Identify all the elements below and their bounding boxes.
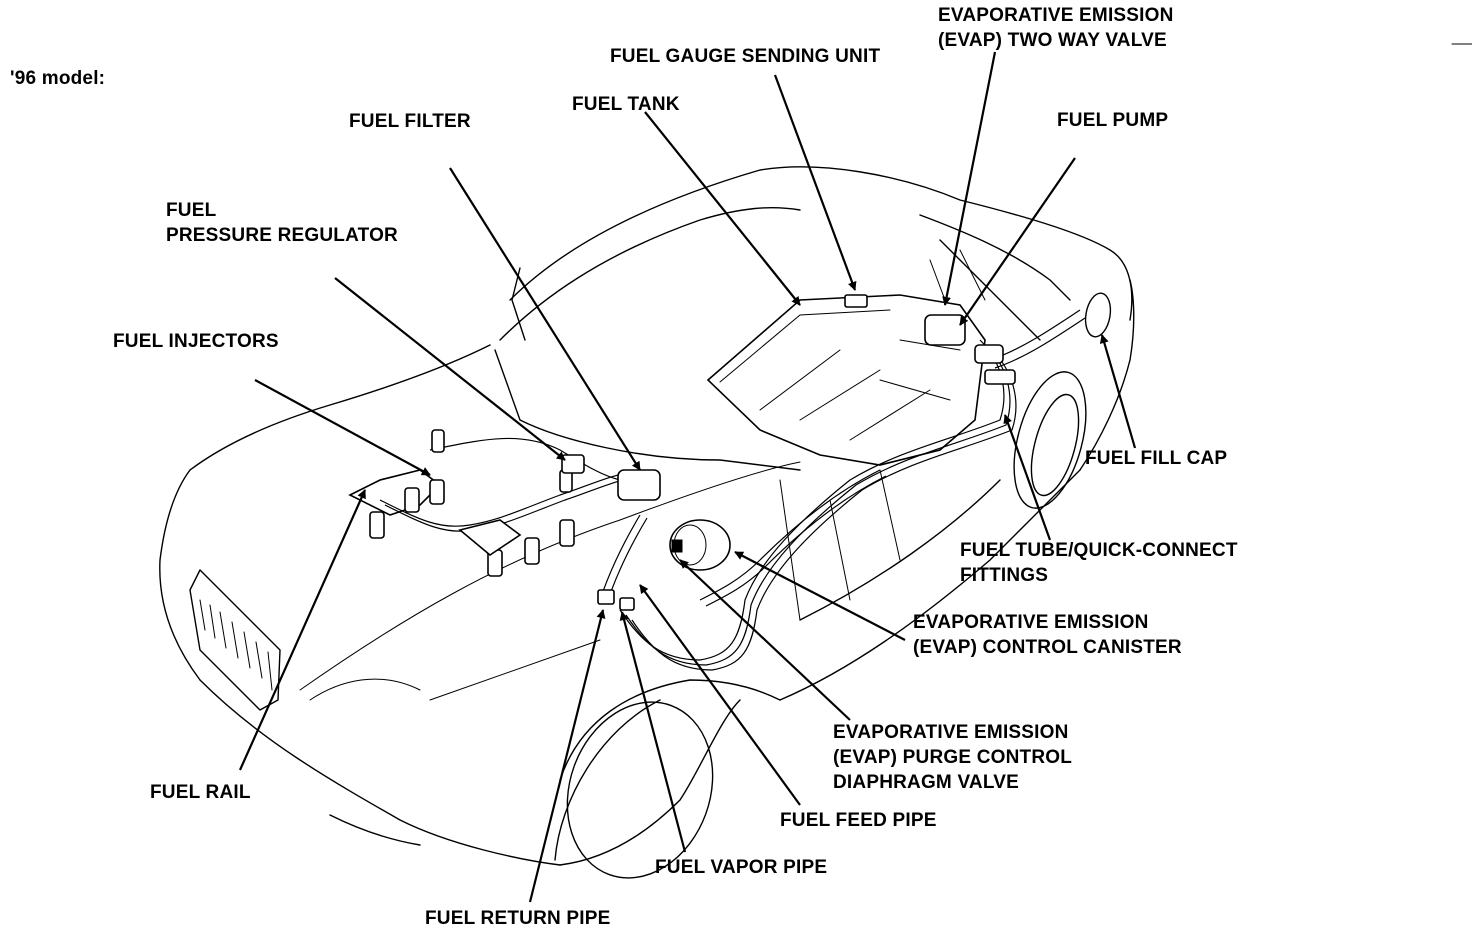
label-line: (EVAP) PURGE CONTROL [833,747,1073,768]
label-fuel-pump: FUEL PUMP [1057,110,1169,131]
label-line: DIAPHRAGM VALVE [833,772,1019,793]
label-line: (EVAP) CONTROL CANISTER [913,637,1182,658]
car-body [159,166,1135,879]
leader-fuel-gauge-sending-unit [773,74,857,291]
label-fuel-return-pipe: FUEL RETURN PIPE [425,908,611,929]
evap-canister-shape [669,519,731,571]
leader-fuel-rail [238,489,367,771]
leader-evap-purge-control-valve [679,559,851,721]
label-evap-control-canister: EVAPORATIVE EMISSION (EVAP) CONTROL CANI… [913,610,1182,660]
label-fuel-feed-pipe: FUEL FEED PIPE [780,810,937,831]
leader-evap-control-canister [734,551,906,641]
label-fuel-injectors: FUEL INJECTORS [113,331,279,352]
label-line: EVAPORATIVE EMISSION [833,722,1069,743]
leader-fuel-fill-cap [1099,334,1137,449]
label-line: EVAPORATIVE EMISSION [913,612,1149,633]
label-line: FUEL [166,200,217,221]
label-fuel-pressure-regulator: FUEL PRESSURE REGULATOR [166,198,398,248]
leader-fuel-tube-quick-connect [1003,414,1052,541]
injector-shapes [369,429,575,577]
label-evap-purge-control-valve: EVAPORATIVE EMISSION (EVAP) PURGE CONTRO… [833,720,1072,795]
leader-fuel-pressure-regulator [334,277,566,461]
label-evap-two-way-valve: EVAPORATIVE EMISSION (EVAP) TWO WAY VALV… [938,3,1174,53]
leader-fuel-vapor-pipe [619,611,687,853]
engine-assembly [348,429,661,577]
leader-evap-two-way-valve [942,51,997,306]
leader-fuel-feed-pipe [639,584,801,806]
leader-fuel-injectors [254,379,431,476]
leader-fuel-tank [644,111,801,306]
label-fuel-filter: FUEL FILTER [349,111,471,132]
leader-lines [238,51,1137,903]
label-fuel-tank: FUEL TANK [572,94,680,115]
leader-fuel-filter [449,167,641,471]
label-line: (EVAP) TWO WAY VALVE [938,30,1167,51]
label-line: PRESSURE REGULATOR [166,225,398,246]
label-line: FITTINGS [960,565,1049,586]
label-fuel-gauge-sending-unit: FUEL GAUGE SENDING UNIT [610,46,881,67]
leader-fuel-return-pipe [528,609,606,903]
leader-fuel-pump [959,157,1076,326]
label-fuel-vapor-pipe: FUEL VAPOR PIPE [655,857,828,878]
label-fuel-rail: FUEL RAIL [150,782,251,803]
label-fuel-fill-cap: FUEL FILL CAP [1085,448,1228,469]
label-line: EVAPORATIVE EMISSION [938,5,1174,26]
label-fuel-tube-quick-connect: FUEL TUBE/QUICK-CONNECT FITTINGS [960,538,1238,588]
model-note: '96 model: [10,68,106,89]
fuel-pipe-bundle [597,294,1086,671]
label-line: FUEL TUBE/QUICK-CONNECT [960,540,1238,561]
